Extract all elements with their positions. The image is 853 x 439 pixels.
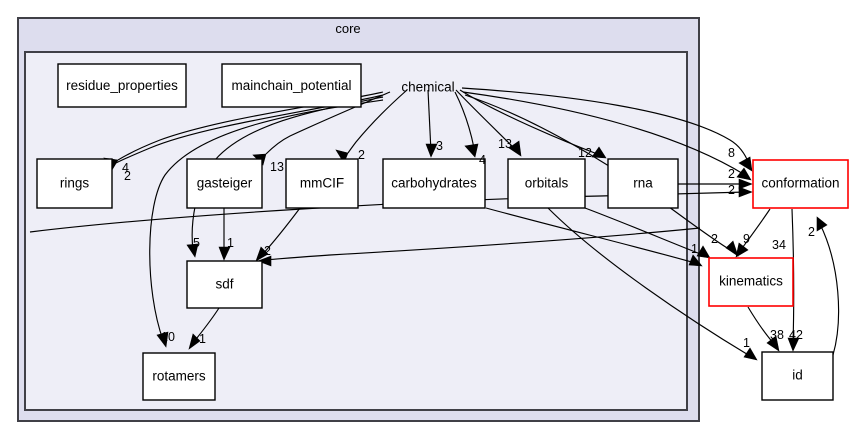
node-id[interactable] — [761, 351, 834, 401]
edge-label-conformation-2b: 2 — [728, 183, 735, 197]
edge-label-kinematics-2: 2 — [711, 232, 718, 246]
edge-arrow-kinematics-9 — [725, 240, 739, 257]
node-label-orbitals: orbitals — [525, 176, 569, 191]
edge-label-orbitals-13: 13 — [498, 137, 512, 151]
edge-arrow-conformation-id — [787, 337, 800, 352]
edge-label-sdf-1: 1 — [227, 236, 234, 250]
edge-id-conformation — [819, 223, 840, 356]
node-sdf[interactable] — [186, 260, 263, 309]
edge-label-id-1: 1 — [743, 336, 750, 350]
edge-label-sdf-5: 5 — [193, 236, 200, 250]
edge-label-gasteiger-13: 13 — [270, 160, 284, 174]
edge-carbohydrates-kinematics-1 — [485, 207, 696, 264]
edge-arrow-orbitals — [508, 140, 522, 157]
edge-label-sdf-2: 2 — [264, 244, 271, 258]
edge-arrow-sdf-rotamers — [188, 333, 201, 350]
node-label-mmCIF: mmCIF — [300, 176, 344, 191]
node-orbitals[interactable] — [507, 158, 586, 209]
edge-arrow-conformation-8 — [738, 156, 753, 172]
edge-label-carbohydrates-3: 3 — [436, 139, 443, 153]
node-label-kinematics: kinematics — [719, 274, 783, 289]
edge-label-rings-4: 4 — [122, 161, 129, 175]
node-carbohydrates[interactable] — [382, 158, 486, 209]
node-mainchain_potential[interactable] — [221, 63, 362, 108]
node-mmCIF[interactable] — [285, 158, 359, 209]
edge-arrow-id-conformation — [816, 216, 828, 232]
node-rings[interactable] — [36, 158, 113, 209]
edge-label-carbohydrates-4: 4 — [479, 153, 486, 167]
edge-orbitals-id-1 — [547, 207, 751, 357]
edge-arrow-conformation-kinematics — [735, 242, 749, 258]
edge-orbitals-kinematics-2 — [584, 207, 704, 256]
edge-arrow-carbohydrates — [425, 143, 438, 158]
node-residue_properties[interactable] — [57, 63, 187, 108]
node-kinematics[interactable] — [708, 257, 794, 307]
edge-arrow-conformation-2a — [736, 167, 752, 181]
edge-label-id-38: 38 — [770, 328, 784, 342]
edge-chemical-mmcif — [347, 89, 408, 154]
node-label-residue_properties: residue_properties — [66, 78, 178, 93]
edge-label-group: 4 2 13 2 3 4 13 12 8 2 2 2 5 1 2 1 2 9 3… — [122, 137, 815, 350]
edge-label-mmcif-2: 2 — [358, 148, 365, 162]
edge-arrow-kinematics-id — [766, 335, 780, 352]
edge-carbohydrates-conformation — [29, 191, 747, 233]
edge-chemical-orbitals — [455, 89, 517, 151]
node-label-chemical: chemical — [401, 80, 454, 95]
node-label-carbohydrates: carbohydrates — [391, 176, 477, 191]
edge-label-rna-12: 12 — [578, 146, 592, 160]
node-rna[interactable] — [607, 158, 679, 209]
edge-arrow-orbitals-id — [743, 347, 758, 361]
edge-chemical-conformation-2a — [462, 91, 746, 176]
edge-label-rotamers-1: 1 — [199, 332, 206, 346]
edge-arrow-carbohydrates-2 — [464, 143, 479, 158]
edge-arrow-chemical-sdf — [186, 243, 199, 258]
node-conformation[interactable] — [752, 159, 849, 209]
edge-arrow-right-sdf — [257, 255, 272, 267]
node-label-conformation: conformation — [761, 176, 839, 191]
cluster-chemical-inner — [24, 51, 688, 411]
edge-chemical-carbohydrates-2 — [454, 91, 475, 149]
edge-chemical-conformation-8 — [461, 87, 750, 165]
node-label-sdf: sdf — [215, 277, 233, 292]
edge-label-conformation-2c: 2 — [808, 225, 815, 239]
edge-arrow-mmcif-sdf — [255, 246, 269, 262]
edge-label-rotamers-10: 10 — [161, 330, 175, 344]
edge-label-kinematics-34: 34 — [772, 238, 786, 252]
edge-arrow-gasteiger-sdf — [218, 246, 231, 261]
node-rotamers[interactable] — [142, 352, 216, 401]
node-group: residue_properties mainchain_potential c… — [36, 63, 849, 401]
edge-chemical-rotamers-10 — [149, 99, 384, 341]
edge-label-conformation-2a: 2 — [728, 167, 735, 181]
edge-label-id-42: 42 — [789, 328, 803, 342]
node-label-rings: rings — [60, 176, 90, 191]
edge-chemical-carbohydrates — [427, 89, 432, 153]
edge-arrow-chemical-rotamers — [156, 331, 169, 348]
edge-arrow-carb-conformation — [738, 186, 753, 198]
node-label-rna: rna — [633, 176, 653, 191]
node-gasteiger[interactable] — [186, 158, 263, 209]
edge-label-conformation-8: 8 — [728, 146, 735, 160]
edge-arrow-rna-conformation — [738, 178, 753, 190]
node-label-mainchain_potential: mainchain_potential — [231, 78, 351, 93]
node-label-gasteiger: gasteiger — [197, 176, 253, 191]
node-label-rotamers: rotamers — [152, 369, 206, 384]
node-label-id: id — [792, 368, 803, 383]
edge-label-kinematics-1: 1 — [691, 242, 698, 256]
cluster-core-label: core — [335, 21, 360, 36]
edge-arrow-carb-kinematics — [688, 254, 703, 267]
edge-arrow-orbitals-kinematics — [696, 245, 711, 259]
edge-label-kinematics-9: 9 — [743, 232, 750, 246]
edge-label-rings-2: 2 — [124, 169, 131, 183]
edge-arrow-rna — [591, 146, 607, 159]
edge-right-sdf — [263, 227, 701, 261]
